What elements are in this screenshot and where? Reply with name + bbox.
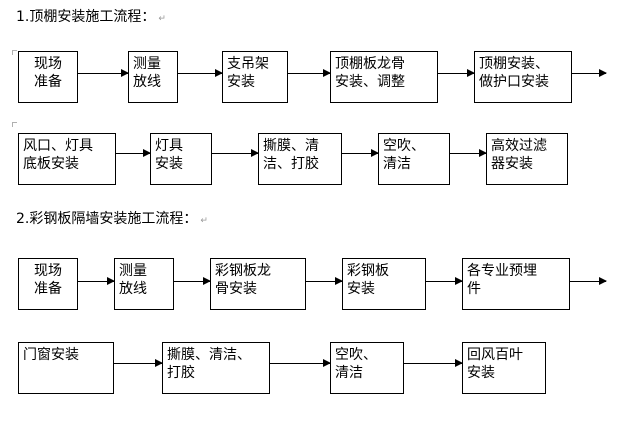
- margin-mark-icon: [12, 50, 17, 55]
- s1-step-9: 空吹、 清洁: [378, 133, 450, 185]
- flow-arrow: [450, 149, 487, 157]
- flow-arrow: [178, 69, 223, 77]
- flow-arrow: [306, 277, 343, 285]
- flow-arrow: [270, 359, 331, 367]
- s2-step-7: 撕膜、清洁、 打胶: [162, 342, 270, 394]
- flow-arrow: [438, 69, 475, 77]
- s1-step-10: 高效过滤 器安装: [486, 133, 568, 185]
- section1-title-text: 1.顶棚安装施工流程：: [16, 9, 156, 25]
- s2-step-1: 现场 准备: [18, 258, 78, 310]
- s1-step-2: 测量 放线: [128, 51, 178, 103]
- s2-step-4: 彩钢板 安装: [342, 258, 426, 310]
- paragraph-mark-icon: ↵: [158, 14, 166, 24]
- s2-step-6: 门窗安装: [18, 342, 114, 394]
- flow-arrow: [342, 149, 379, 157]
- section1-title: 1.顶棚安装施工流程：↵: [16, 8, 166, 28]
- s1-step-6: 风口、灯具 底板安装: [18, 133, 116, 185]
- s1-step-5: 顶棚安装、 做护口安装: [474, 51, 572, 103]
- flow-arrow: [426, 277, 463, 285]
- s1-step-1: 现场 准备: [18, 51, 78, 103]
- flow-arrow: [78, 277, 115, 285]
- s1-step-3: 支吊架 安装: [222, 51, 288, 103]
- flow-arrow: [404, 359, 463, 367]
- flow-arrow: [212, 149, 259, 157]
- margin-mark-icon: [12, 122, 17, 127]
- s1-step-7: 灯具 安装: [150, 133, 212, 185]
- flow-arrow: [116, 149, 151, 157]
- flow-arrow: [288, 69, 331, 77]
- paragraph-mark-icon: ↵: [200, 216, 208, 226]
- s2-step-2: 测量 放线: [114, 258, 174, 310]
- flow-arrow: [114, 359, 163, 367]
- flow-arrow: [570, 277, 607, 285]
- s1-step-4: 顶棚板龙骨 安装、调整: [330, 51, 438, 103]
- flow-arrow: [174, 277, 211, 285]
- section2-title-text: 2.彩钢板隔墙安装施工流程：: [16, 211, 198, 227]
- flow-arrow: [78, 69, 129, 77]
- section2-title: 2.彩钢板隔墙安装施工流程：↵: [16, 210, 208, 230]
- s1-step-8: 撕膜、清 洁、打胶: [258, 133, 342, 185]
- s2-step-8: 空吹、 清洁: [330, 342, 404, 394]
- s2-step-3: 彩钢板龙 骨安装: [210, 258, 306, 310]
- s2-step-5: 各专业预埋 件: [462, 258, 570, 310]
- s2-step-9: 回风百叶 安装: [462, 342, 546, 394]
- flow-arrow: [572, 69, 607, 77]
